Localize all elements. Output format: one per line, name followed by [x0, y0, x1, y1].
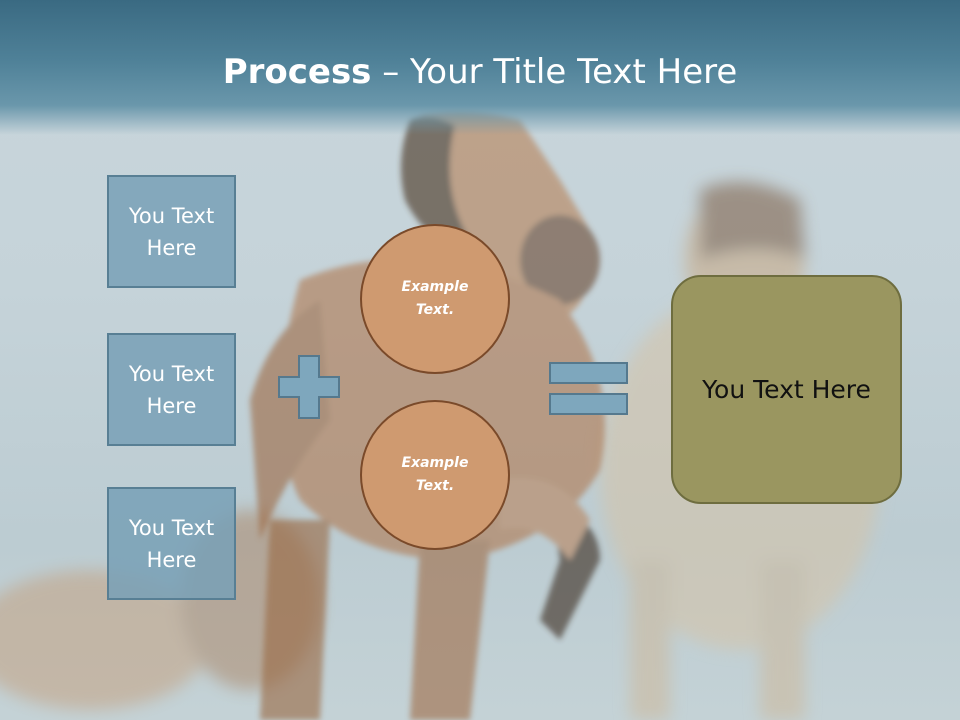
plus-icon: [278, 355, 340, 419]
result-box[interactable]: You Text Here: [671, 275, 902, 504]
example-circle-label: Example Text.: [401, 455, 469, 494]
slide-title: Process – Your Title Text Here: [0, 52, 960, 92]
left-text-box-2[interactable]: You Text Here: [107, 333, 236, 446]
title-bar: [0, 0, 960, 135]
result-box-label: You Text Here: [702, 375, 871, 404]
example-circle-2[interactable]: Example Text.: [360, 400, 510, 550]
left-text-box-3[interactable]: You Text Here: [107, 487, 236, 600]
left-text-box-label: You Text Here: [128, 203, 215, 260]
left-text-box-label: You Text Here: [128, 515, 215, 572]
title-rest: – Your Title Text Here: [371, 52, 738, 92]
title-bold: Process: [222, 52, 372, 92]
left-text-box-1[interactable]: You Text Here: [107, 175, 236, 288]
example-circle-label: Example Text.: [401, 279, 469, 318]
left-text-box-label: You Text Here: [128, 361, 215, 418]
equals-icon: [549, 362, 628, 415]
example-circle-1[interactable]: Example Text.: [360, 224, 510, 374]
